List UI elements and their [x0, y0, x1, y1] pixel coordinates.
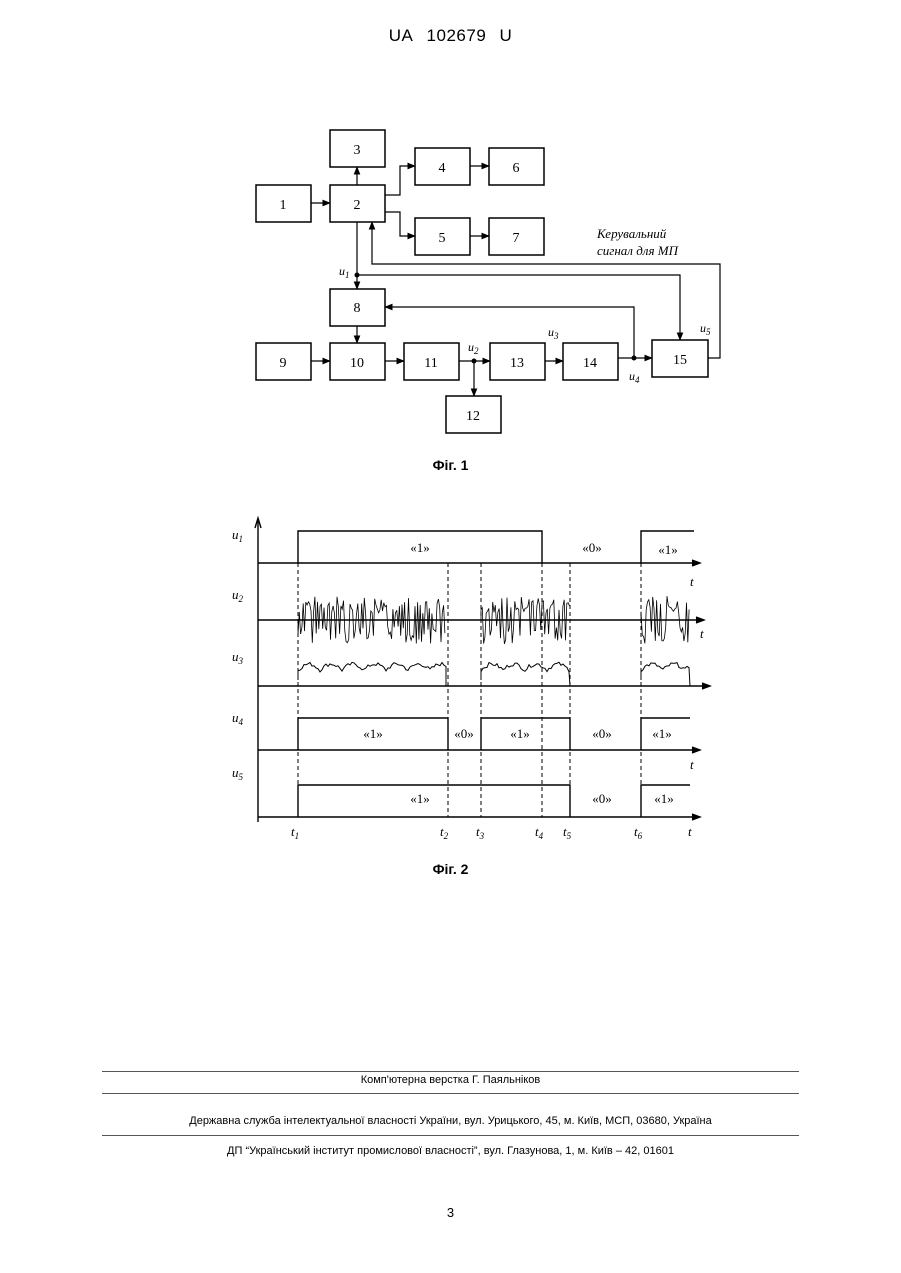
- time-label-t3: t3: [476, 824, 485, 841]
- u3-envelope-1: [298, 662, 446, 686]
- u1-level-0: «0»: [582, 540, 602, 555]
- footer-institute-address: ДП “Український інститут промислової вла…: [0, 1145, 901, 1157]
- row-label-u3: u3: [232, 649, 244, 666]
- u3-envelope-2: [481, 662, 570, 686]
- u4-level-1-c: «1»: [652, 726, 672, 741]
- figure2-timing-diagram: u1 u2 u3 u4 u5 t t t t t1 t2 t3 t4 t5 t6…: [0, 0, 901, 860]
- time-label-t4: t4: [535, 824, 544, 841]
- time-label-t6: t6: [634, 824, 643, 841]
- footer-rule-2: [102, 1093, 799, 1094]
- footer-office-address: Державна служба інтелектуальної власност…: [0, 1115, 901, 1127]
- u1-level-1-a: «1»: [410, 540, 430, 555]
- u4-level-1-b: «1»: [510, 726, 530, 741]
- figure2-caption: Фіг. 2: [0, 861, 901, 877]
- u4-level-0-a: «0»: [454, 726, 474, 741]
- u4-level-1-a: «1»: [363, 726, 383, 741]
- row-label-u4: u4: [232, 710, 244, 727]
- u5-level-1-a: «1»: [410, 791, 430, 806]
- row-label-u2: u2: [232, 587, 244, 604]
- row-label-u1: u1: [232, 527, 243, 544]
- axis-t-row1: t: [690, 574, 694, 589]
- footer-rule-3: [102, 1135, 799, 1136]
- time-label-t1: t1: [291, 824, 299, 841]
- u5-level-0: «0»: [592, 791, 612, 806]
- time-label-t5: t5: [563, 824, 572, 841]
- axis-t-row2: t: [700, 626, 704, 641]
- axis-t-row5: t: [688, 824, 692, 839]
- row-label-u5: u5: [232, 765, 244, 782]
- time-label-t2: t2: [440, 824, 449, 841]
- u5-level-1-b: «1»: [654, 791, 674, 806]
- page-number: 3: [0, 1205, 901, 1220]
- u1-level-1-b: «1»: [658, 542, 678, 557]
- footer-rule-1: [102, 1071, 799, 1072]
- u4-level-0-b: «0»: [592, 726, 612, 741]
- footer-layout-credit: Комп'ютерна верстка Г. Паяльніков: [0, 1074, 901, 1086]
- u3-envelope-3: [641, 663, 690, 686]
- axis-t-row4: t: [690, 757, 694, 772]
